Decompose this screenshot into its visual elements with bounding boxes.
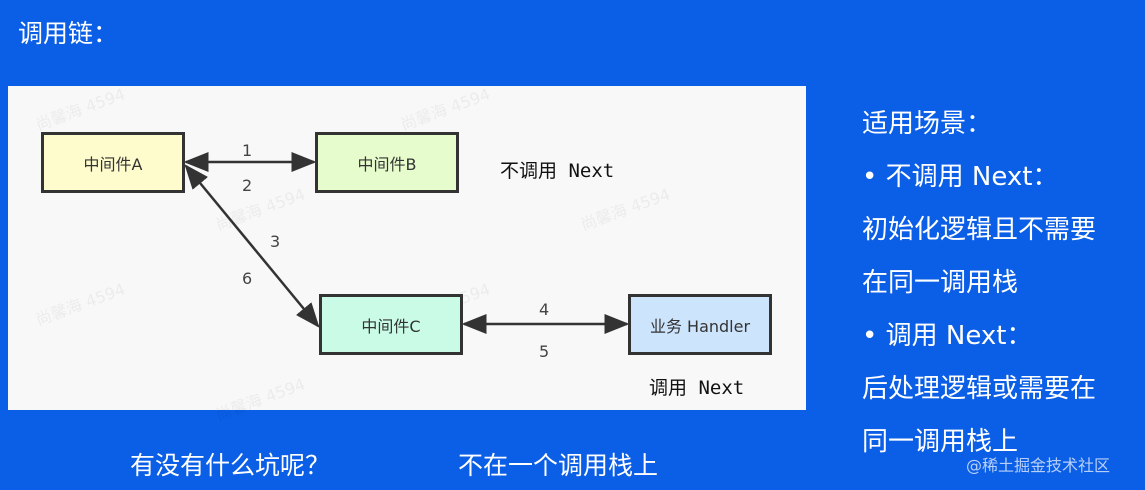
answer-text: 不在一个调用栈上 [458,451,659,480]
arrows [183,152,630,334]
edge-label: 3 [270,232,281,251]
note-next: 调用 Next [649,377,745,399]
side-line: 在同一调用栈 [862,268,1019,298]
node-middleware-c: 中间件C [319,294,463,355]
source-credit: @稀土掘金技术社区 [966,456,1111,475]
arrow-a-c [184,164,320,328]
edge-label: 4 [539,300,550,319]
note-no-next: 不调用 Next [500,160,615,182]
edge-label: 2 [242,176,253,195]
edge-label: 6 [242,269,253,288]
side-line: • 调用 Next： [862,321,1033,351]
call-chain-diagram: 尚馨海 4594 尚馨海 4594 尚馨海 4594 尚馨海 4594 尚馨海 … [8,84,806,424]
question-text: 有没有什么坑呢？ [130,451,331,480]
node-middleware-b: 中间件B [315,132,459,193]
edge-label: 5 [539,342,550,361]
side-line: 初始化逻辑且不需要 [862,215,1097,245]
side-line: 同一调用栈上 [862,427,1019,457]
side-line: • 不调用 Next： [862,162,1059,192]
slide-title: 调用链： [18,19,119,48]
node-middleware-a: 中间件A [41,132,185,193]
node-business-handler: 业务 Handler [628,294,772,355]
edge-label: 1 [242,141,253,160]
side-line: 后处理逻辑或需要在 [862,374,1097,404]
side-heading: 适用场景： [862,109,993,139]
